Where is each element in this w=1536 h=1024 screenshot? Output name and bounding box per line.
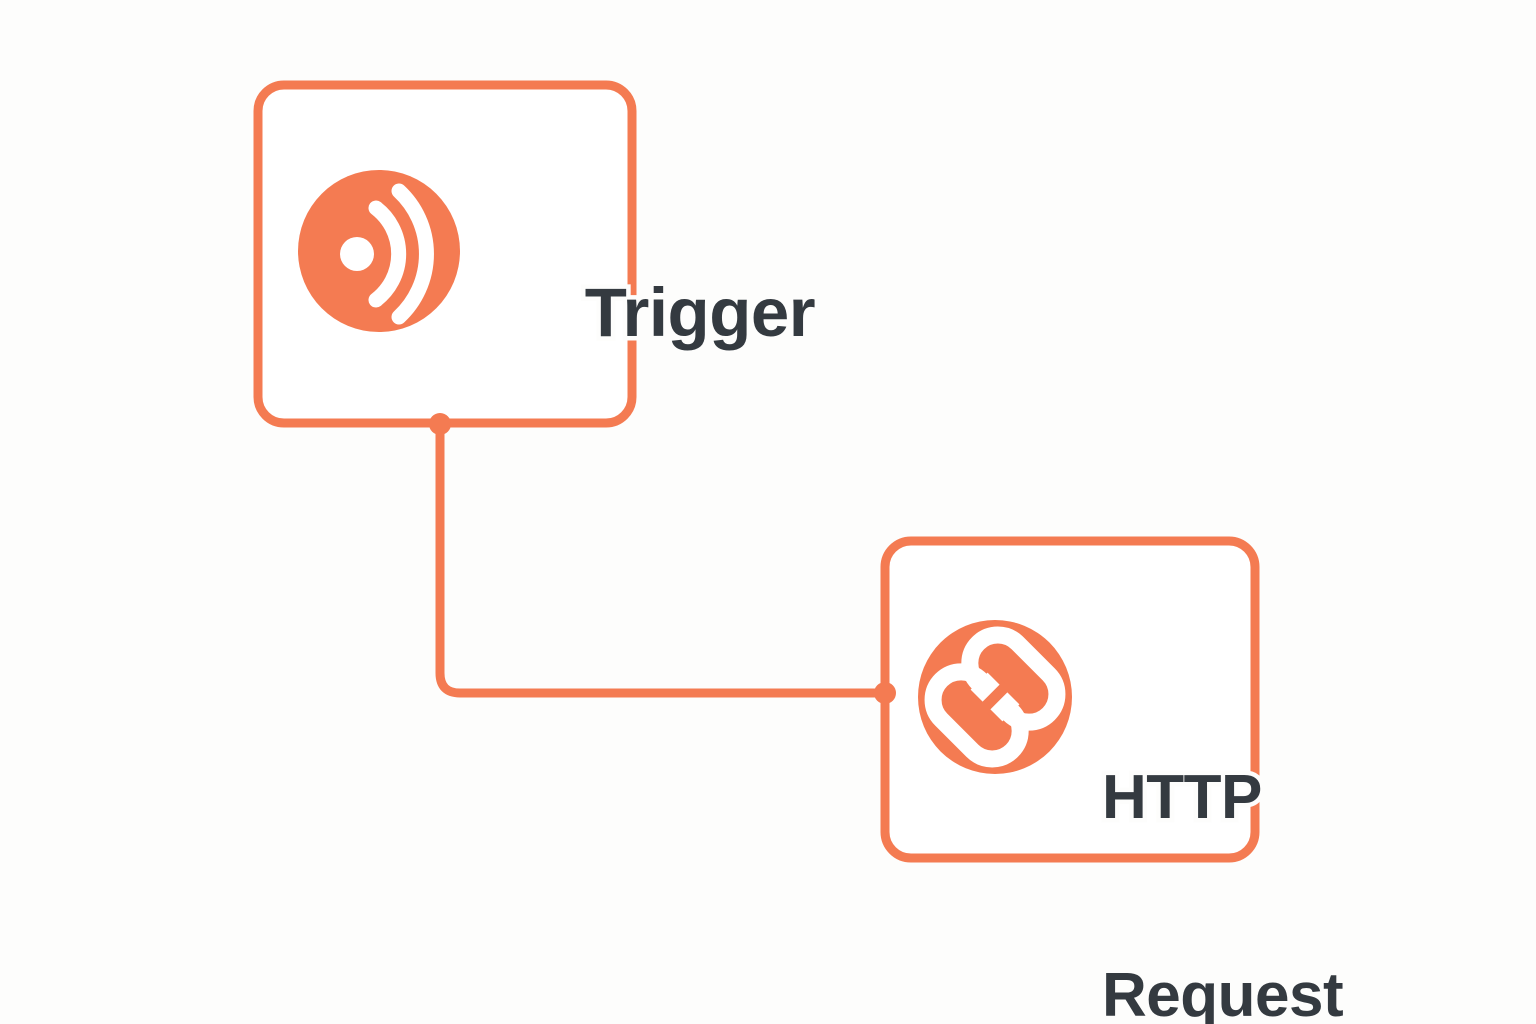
node-http-request-label-line-2: Request [1097,958,1348,1024]
edge-trigger-to-http-request[interactable] [435,419,890,698]
broadcast-signal-icon [298,170,460,332]
node-trigger-label-text: Trigger [580,273,820,352]
broadcast-signal-icon-dot [340,237,374,271]
node-trigger-label: Trigger [510,208,820,419]
chain-link-icon-joint [970,672,1020,722]
broadcast-signal-icon-arc-outer [391,183,434,325]
chain-link-icon [918,620,1072,774]
broadcast-signal-icon-arc-inner [368,200,407,308]
node-trigger[interactable] [253,80,637,435]
chain-link-icon-bridge [973,675,1017,719]
broadcast-signal-icon-disc [298,170,460,332]
node-http-request-label-line-1: HTTP [1097,761,1266,835]
node-trigger-output-connector[interactable] [429,413,451,435]
node-http-request-input-connector[interactable] [874,682,896,704]
node-http-request-label: HTTP Request [1097,634,1348,1024]
node-http-request[interactable] [874,536,1260,863]
